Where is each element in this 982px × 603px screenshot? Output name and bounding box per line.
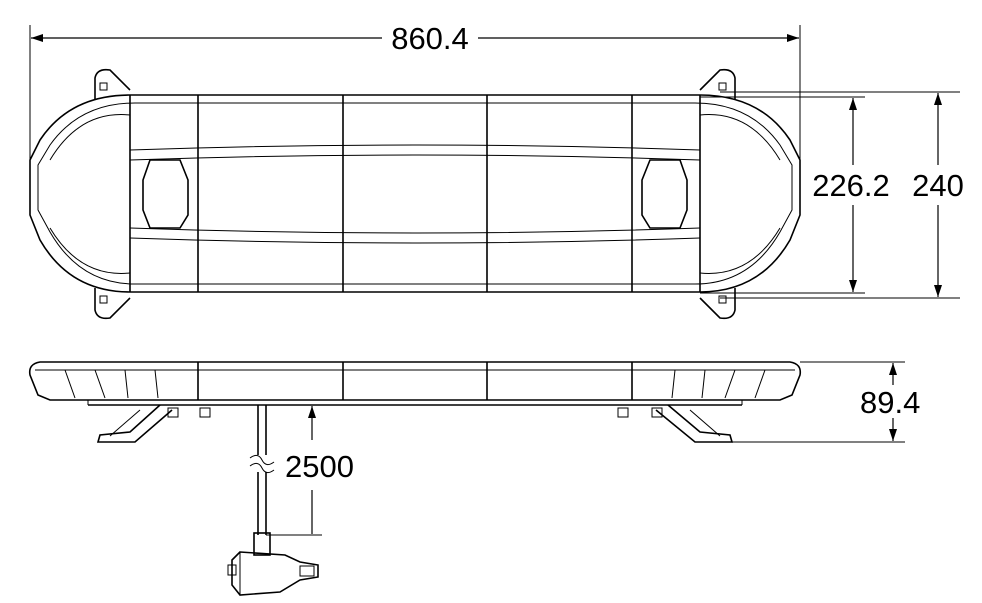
top-view — [29, 68, 801, 320]
height-label: 89.4 — [860, 385, 920, 420]
cigarette-lighter-plug-icon — [227, 532, 319, 596]
width-dimensions: 226.2 240 — [700, 91, 964, 299]
left-window — [142, 159, 189, 229]
power-cable — [227, 405, 319, 596]
overall-width-label: 240 — [912, 168, 964, 203]
length-dimension: 860.4 — [29, 21, 801, 215]
side-view — [28, 361, 802, 443]
length-label: 860.4 — [391, 21, 469, 56]
right-window — [641, 159, 688, 229]
cable-length-dimension: 2500 — [266, 406, 354, 536]
cable-length-label: 2500 — [285, 449, 354, 484]
inner-width-label: 226.2 — [812, 168, 890, 203]
height-dimension: 89.4 — [732, 361, 920, 443]
